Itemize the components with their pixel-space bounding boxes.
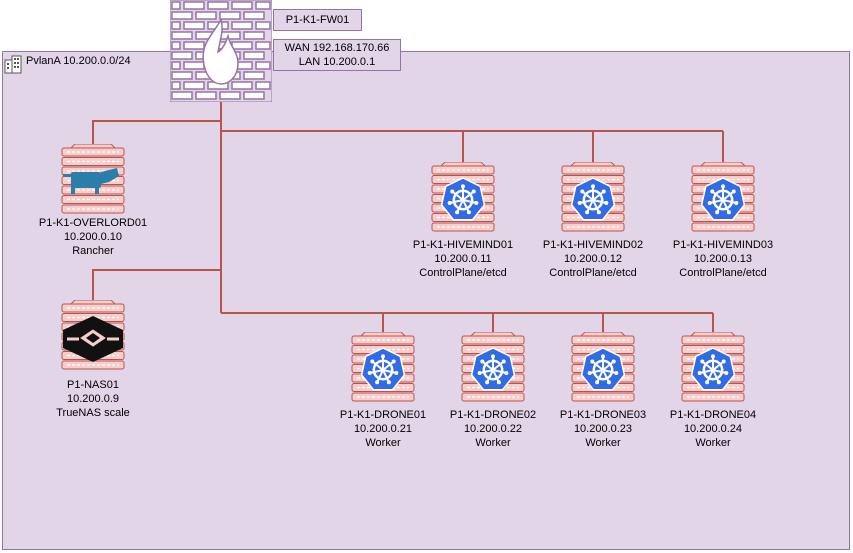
- node-name: P1-NAS01: [67, 379, 119, 391]
- node-label-overlord: P1-K1-OVERLORD01 10.200.0.10 Rancher: [23, 216, 163, 258]
- node-name: P1-K1-OVERLORD01: [38, 217, 148, 229]
- node-role: Worker: [475, 437, 511, 449]
- node-role: ControlPlane/etcd: [419, 267, 507, 279]
- building-icon: [4, 55, 22, 74]
- firewall-name-label: P1-K1-FW01: [273, 9, 362, 31]
- node-ip: 10.200.0.24: [683, 423, 743, 435]
- kubernetes-icon: [351, 331, 415, 402]
- firewall-lan: LAN 10.200.0.1: [298, 56, 376, 68]
- node-label-hivemind02: P1-K1-HIVEMIND02 10.200.0.12 ControlPlan…: [523, 238, 663, 280]
- node-label-drone03: P1-K1-DRONE03 10.200.0.23 Worker: [533, 408, 673, 450]
- node-name: P1-K1-DRONE03: [559, 409, 647, 421]
- node-ip: 10.200.0.11: [434, 253, 492, 265]
- node-label-drone04: P1-K1-DRONE04 10.200.0.24 Worker: [643, 408, 783, 450]
- node-name: P1-K1-HIVEMIND03: [672, 239, 774, 251]
- kubernetes-icon: [431, 161, 495, 232]
- node-role: Worker: [695, 437, 731, 449]
- server-overlord[interactable]: [61, 143, 125, 216]
- node-name: P1-K1-DRONE02: [449, 409, 537, 421]
- node-name: P1-K1-DRONE04: [669, 409, 757, 421]
- firewall-name: P1-K1-FW01: [285, 14, 350, 26]
- kubernetes-icon: [571, 331, 635, 402]
- node-label-drone01: P1-K1-DRONE01 10.200.0.21 Worker: [313, 408, 453, 450]
- node-ip: 10.200.0.9: [67, 393, 119, 405]
- vlan-container: [2, 51, 850, 550]
- node-label-nas: P1-NAS01 10.200.0.9 TrueNAS scale: [23, 378, 163, 420]
- firewall-address-label: WAN 192.168.170.66 LAN 10.200.0.1: [273, 39, 401, 71]
- node-name: P1-K1-DRONE01: [339, 409, 427, 421]
- kubernetes-icon: [691, 161, 755, 232]
- server-nas[interactable]: [61, 299, 125, 372]
- node-role: TrueNAS scale: [56, 407, 130, 419]
- kubernetes-icon: [681, 331, 745, 402]
- node-role: ControlPlane/etcd: [679, 267, 767, 279]
- link-overlord: [92, 120, 221, 144]
- node-name: P1-K1-HIVEMIND02: [542, 239, 644, 251]
- node-label-hivemind03: P1-K1-HIVEMIND03 10.200.0.13 ControlPlan…: [653, 238, 793, 280]
- link-nas: [92, 269, 221, 300]
- kubernetes-icon: [461, 331, 525, 402]
- rancher-icon: [61, 143, 125, 214]
- node-role: Rancher: [72, 245, 114, 257]
- node-ip: 10.200.0.13: [693, 253, 753, 265]
- node-role: ControlPlane/etcd: [549, 267, 637, 279]
- server-hivemind01[interactable]: [431, 161, 495, 234]
- node-ip: 10.200.0.23: [573, 423, 633, 435]
- node-role: Worker: [585, 437, 621, 449]
- firewall-icon: [170, 0, 272, 102]
- node-ip: 10.200.0.10: [63, 231, 123, 243]
- server-drone01[interactable]: [351, 331, 415, 404]
- node-label-drone02: P1-K1-DRONE02 10.200.0.22 Worker: [423, 408, 563, 450]
- server-drone03[interactable]: [571, 331, 635, 404]
- node-role: Worker: [365, 437, 401, 449]
- server-drone04[interactable]: [681, 331, 745, 404]
- kubernetes-icon: [561, 161, 625, 232]
- node-name: P1-K1-HIVEMIND01: [412, 239, 514, 251]
- server-drone02[interactable]: [461, 331, 525, 404]
- vlan-label: PvlanA 10.200.0.0/24: [26, 55, 131, 67]
- node-ip: 10.200.0.12: [563, 253, 623, 265]
- truenas-icon: [61, 299, 125, 370]
- server-hivemind02[interactable]: [561, 161, 625, 234]
- node-ip: 10.200.0.21: [353, 423, 413, 435]
- node-label-hivemind01: P1-K1-HIVEMIND01 10.200.0.11 ControlPlan…: [393, 238, 533, 280]
- node-ip: 10.200.0.22: [463, 423, 523, 435]
- firewall-wan: WAN 192.168.170.66: [284, 42, 390, 54]
- server-hivemind03[interactable]: [691, 161, 755, 234]
